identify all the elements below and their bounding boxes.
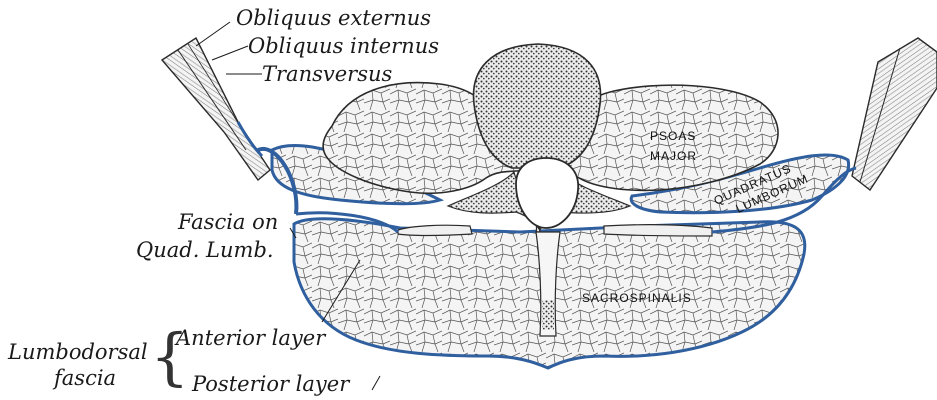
spinous-tip (542, 300, 554, 330)
left-wall-layer-line (178, 50, 246, 150)
right-transverse-process (604, 225, 712, 236)
label-sacrospinalis: SACROSPINALIS (582, 292, 692, 304)
label-quad-lumb: Quad. Lumb. (136, 240, 274, 261)
vertebral-body (474, 44, 601, 168)
leader-obliquus-externus (196, 22, 230, 46)
label-psoas: PSOAS (650, 130, 696, 142)
label-lumbodorsal-fascia: fascia (54, 368, 116, 389)
label-lumbodorsal: Lumbodorsal (8, 342, 148, 363)
left-abdominal-wall (162, 38, 270, 180)
leader-obliquus-internus (212, 46, 248, 60)
leader-posterior-layer (372, 376, 380, 390)
label-fascia-on: Fascia on (178, 212, 278, 233)
label-transversus: Transversus (262, 64, 392, 85)
label-posterior-layer: Posterior layer (192, 374, 349, 395)
left-transverse-process (398, 225, 472, 235)
label-obliquus-internus: Obliquus internus (248, 36, 439, 57)
label-anterior-layer: Anterior layer (176, 328, 325, 349)
label-major: MAJOR (650, 150, 697, 162)
label-obliquus-externus: Obliquus externus (236, 8, 431, 29)
vertebral-canal (516, 158, 578, 228)
